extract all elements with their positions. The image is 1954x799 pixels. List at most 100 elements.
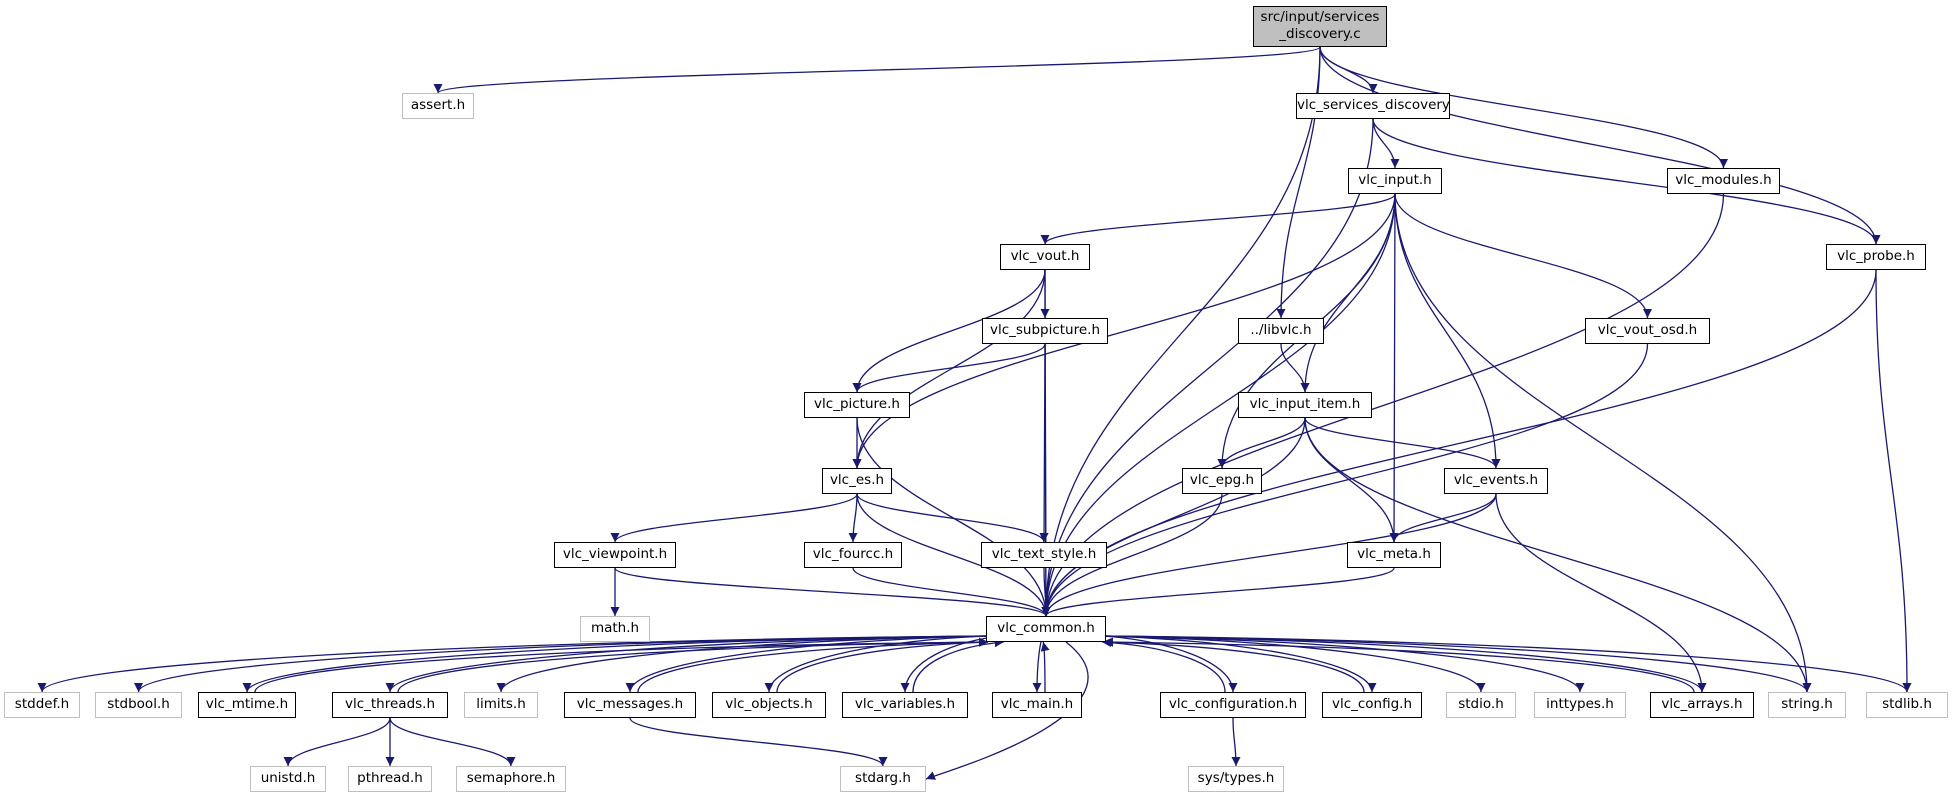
edge-vlc-common-to-vlc-objects <box>764 635 989 693</box>
edge-vlc-es-to-vlc-text-style <box>856 493 1049 543</box>
node-vlc-vout-osd[interactable]: vlc_vout_osd.h <box>1585 318 1710 344</box>
edge-vlc-input-to-vlc-meta <box>1389 193 1399 543</box>
node-vlc-vout[interactable]: vlc_vout.h <box>1000 244 1090 270</box>
node-label: stdbool.h <box>107 696 170 712</box>
edge-vlc-input-to-vlc-events <box>1394 193 1501 469</box>
edge-vlc-common-to-stdarg <box>925 641 1089 780</box>
node-assert[interactable]: assert.h <box>402 93 474 119</box>
edge-vlc-main-to-vlc-common <box>1040 641 1050 693</box>
edge-vlc-es-to-vlc-fourcc <box>848 493 858 543</box>
edge-vlc-input-to-vlc-vout-osd <box>1394 193 1652 319</box>
edge-vlc-input-item-to-vlc-events <box>1304 417 1501 469</box>
edge-vlc-variables-to-vlc-common <box>912 638 1004 693</box>
node-label: vlc_subpicture.h <box>989 322 1101 338</box>
edge-vlc-sd-to-vlc-probe <box>1372 118 1881 245</box>
node-vlc-sd[interactable]: vlc_services_discovery.h <box>1296 93 1450 119</box>
node-vlc-configuration[interactable]: vlc_configuration.h <box>1160 692 1306 718</box>
node-pthread[interactable]: pthread.h <box>348 766 432 792</box>
node-vlc-variables[interactable]: vlc_variables.h <box>842 692 968 718</box>
edge-root-to-vlc-modules <box>1319 46 1728 169</box>
node-vlc-picture[interactable]: vlc_picture.h <box>804 392 910 418</box>
edge-vlc-input-to-vlc-es <box>852 193 1396 469</box>
node-label: vlc_variables.h <box>854 696 956 712</box>
node-label: semaphore.h <box>466 770 556 786</box>
node-label: vlc_es.h <box>829 472 885 488</box>
edge-vlc-meta-to-vlc-common <box>1041 567 1395 617</box>
edge-vlc-vout-to-vlc-es <box>852 269 1046 469</box>
node-label: src/input/services <box>1260 9 1380 25</box>
node-vlc-viewpoint[interactable]: vlc_viewpoint.h <box>554 542 676 568</box>
node-vlc-messages[interactable]: vlc_messages.h <box>564 692 696 718</box>
node-vlc-input[interactable]: vlc_input.h <box>1348 168 1442 194</box>
node-vlc-input-item[interactable]: vlc_input_item.h <box>1238 392 1372 418</box>
node-stddef[interactable]: stddef.h <box>4 692 80 718</box>
edge-vlc-configuration-to-sys-types <box>1231 717 1241 767</box>
node-semaphore[interactable]: semaphore.h <box>456 766 566 792</box>
edge-root-to-vlc-common <box>1041 46 1321 617</box>
node-vlc-modules[interactable]: vlc_modules.h <box>1667 168 1780 194</box>
edge-vlc-common-to-limits <box>496 635 989 693</box>
node-label: vlc_picture.h <box>814 396 900 412</box>
node-vlc-meta[interactable]: vlc_meta.h <box>1347 542 1441 568</box>
edge-vlc-input-item-to-vlc-common <box>1041 417 1306 617</box>
edge-vlc-events-to-vlc-common <box>1041 493 1497 617</box>
node-stdlib[interactable]: stdlib.h <box>1866 692 1948 718</box>
edge-vlc-probe-to-stdlib <box>1875 269 1912 693</box>
node-vlc-objects[interactable]: vlc_objects.h <box>712 692 826 718</box>
node-label: vlc_input.h <box>1358 172 1432 188</box>
node-vlc-mtime[interactable]: vlc_mtime.h <box>198 692 296 718</box>
edge-vlc-common-to-vlc-main <box>1032 635 1044 693</box>
node-stdbool[interactable]: stdbool.h <box>95 692 182 718</box>
node-vlc-threads[interactable]: vlc_threads.h <box>332 692 448 718</box>
edge-vlc-viewpoint-to-vlc-common <box>614 567 1051 617</box>
node-label: stddef.h <box>14 696 70 712</box>
node-libvlc[interactable]: ../libvlc.h <box>1238 318 1324 344</box>
node-label: math.h <box>590 620 640 636</box>
node-label: stdlib.h <box>1882 696 1932 712</box>
edge-vlc-messages-to-vlc-common <box>637 637 989 693</box>
edge-vlc-common-to-stdlib <box>1103 635 1912 693</box>
node-vlc-fourcc[interactable]: vlc_fourcc.h <box>804 542 902 568</box>
edge-vlc-common-to-vlc-mtime <box>242 635 989 693</box>
node-label: stdio.h <box>1458 696 1504 712</box>
node-label: stdarg.h <box>855 770 911 786</box>
node-vlc-common[interactable]: vlc_common.h <box>986 616 1106 642</box>
node-math[interactable]: math.h <box>580 616 650 642</box>
node-limits[interactable]: limits.h <box>464 692 538 718</box>
node-inttypes[interactable]: inttypes.h <box>1534 692 1626 718</box>
edge-vlc-es-to-vlc-viewpoint <box>610 493 858 543</box>
node-vlc-epg[interactable]: vlc_epg.h <box>1182 468 1262 494</box>
node-label: pthread.h <box>357 770 423 786</box>
node-stdarg[interactable]: stdarg.h <box>840 766 926 792</box>
node-label: vlc_meta.h <box>1357 546 1431 562</box>
edge-vlc-common-to-vlc-configuration <box>1102 635 1238 693</box>
node-root[interactable]: src/input/services_discovery.c <box>1253 6 1387 47</box>
edge-vlc-common-to-vlc-config <box>1103 635 1377 693</box>
node-label: unistd.h <box>260 770 316 786</box>
edge-vlc-epg-to-vlc-common <box>1041 493 1223 617</box>
edge-vlc-common-to-stdio <box>1103 635 1486 693</box>
node-vlc-probe[interactable]: vlc_probe.h <box>1826 244 1926 270</box>
edge-vlc-common-to-inttypes <box>1103 635 1585 693</box>
node-sys-types[interactable]: sys/types.h <box>1188 766 1284 792</box>
node-string[interactable]: string.h <box>1768 692 1846 718</box>
node-vlc-text-style[interactable]: vlc_text_style.h <box>981 542 1107 568</box>
node-vlc-es[interactable]: vlc_es.h <box>822 468 892 494</box>
node-stdio[interactable]: stdio.h <box>1446 692 1516 718</box>
node-vlc-main[interactable]: vlc_main.h <box>992 692 1082 718</box>
node-vlc-events[interactable]: vlc_events.h <box>1444 468 1548 494</box>
edge-vlc-input-item-to-vlc-epg <box>1217 417 1306 469</box>
edge-vlc-input-item-to-vlc-meta <box>1304 417 1399 543</box>
edge-vlc-subpicture-to-vlc-common <box>1041 343 1051 617</box>
node-label: vlc_epg.h <box>1189 472 1255 488</box>
node-vlc-subpicture[interactable]: vlc_subpicture.h <box>982 318 1108 344</box>
node-label: vlc_mtime.h <box>205 696 289 712</box>
edge-vlc-threads-to-unistd <box>283 717 391 767</box>
node-label: vlc_vout.h <box>1010 248 1080 264</box>
node-vlc-config[interactable]: vlc_config.h <box>1322 692 1422 718</box>
node-vlc-arrays[interactable]: vlc_arrays.h <box>1650 692 1754 718</box>
node-label: assert.h <box>410 97 466 113</box>
node-unistd[interactable]: unistd.h <box>250 766 326 792</box>
edge-vlc-sd-to-vlc-input <box>1372 118 1400 169</box>
